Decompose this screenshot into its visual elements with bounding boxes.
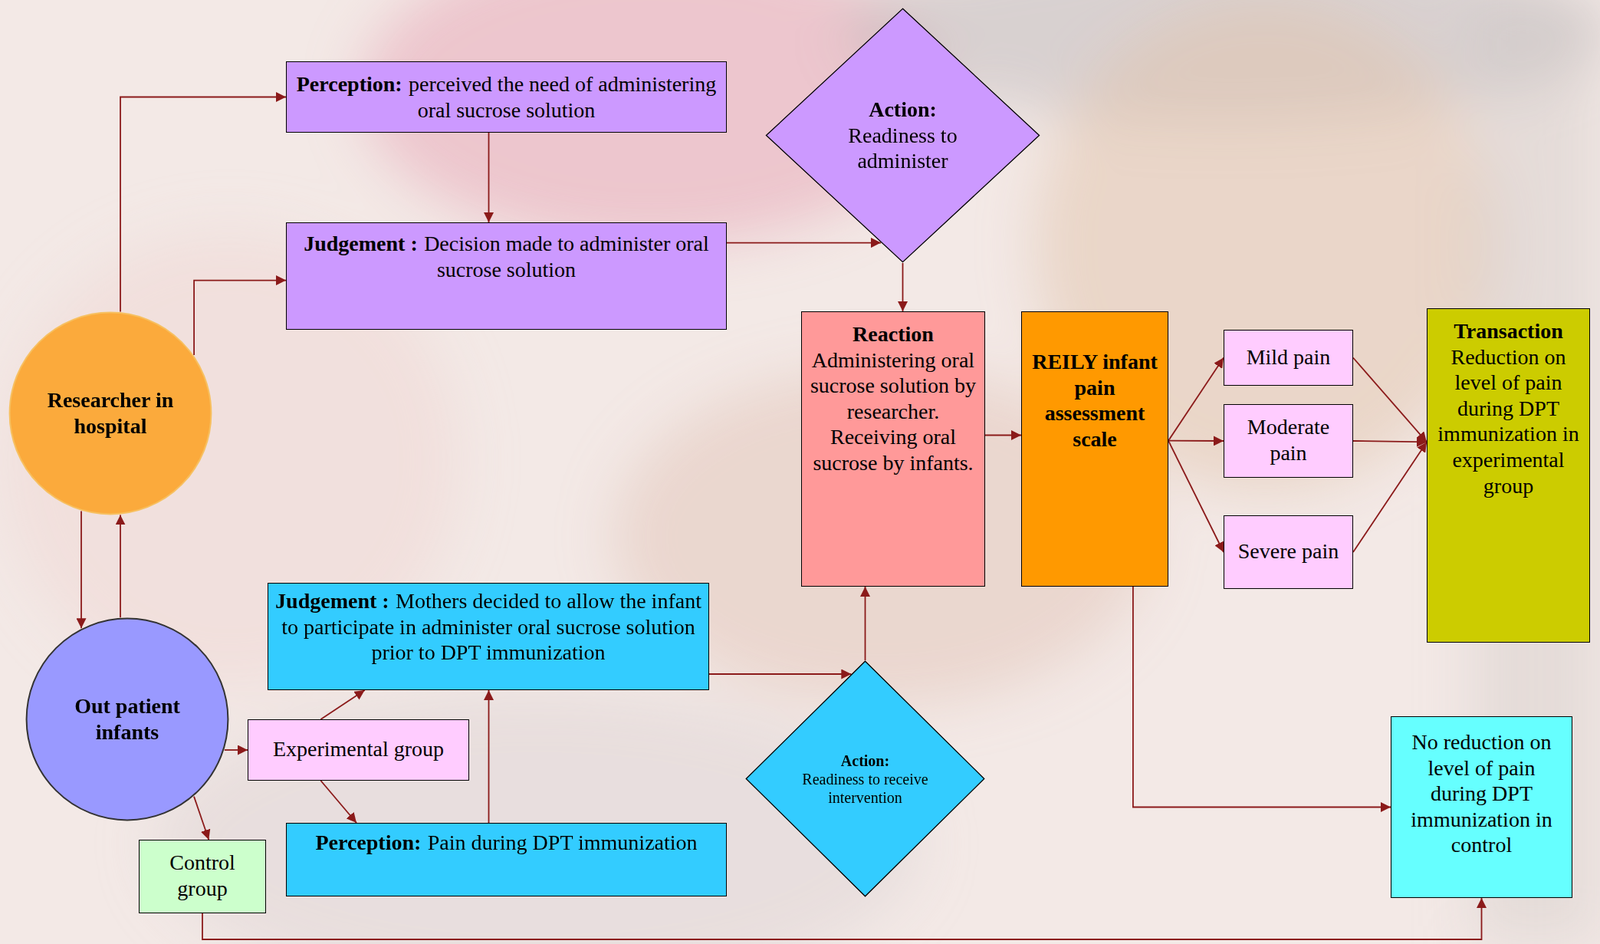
connector-arrow (80, 511, 83, 629)
outcome-box: No reduction on level of pain during DPT… (1390, 716, 1573, 898)
connector-arrow (1353, 440, 1427, 442)
reaction-box: ReactionAdministering oral sucrose solut… (801, 311, 986, 587)
pain-level-box: Severe pain (1223, 515, 1354, 589)
pain-level-box: Moderate pain (1223, 404, 1354, 478)
node-text: Out patient infants (52, 693, 204, 745)
connector-arrow (1133, 586, 1391, 808)
node-text: No reduction on level of pain during DPT… (1397, 729, 1566, 858)
node-heading: Reaction (808, 321, 979, 348)
node-heading: Action: (800, 751, 930, 770)
text-block: ReactionAdministering oral sucrose solut… (808, 321, 979, 477)
diamond-shape (745, 660, 984, 897)
text-block: Perception:perceived the need of adminis… (292, 71, 720, 123)
connector-arrow (902, 262, 904, 312)
connector-arrow (193, 796, 209, 840)
node-text: Pain during DPT immunization (427, 830, 698, 855)
connector-arrow (224, 749, 248, 751)
circle-outline (25, 617, 230, 822)
node-text: REILY infant pain assessment scale (1028, 348, 1162, 452)
connector-arrow (320, 689, 365, 720)
connector-arrow (864, 586, 867, 661)
connector-arrow (488, 689, 490, 823)
pain-level-box: Mild pain (1223, 329, 1354, 386)
perception-box: Perception:perceived the need of adminis… (285, 61, 727, 133)
node-heading: Perception: (315, 830, 421, 855)
text-block: Action:Readiness to receive intervention (800, 751, 930, 807)
connector-arrow (119, 514, 122, 618)
text-block: Severe pain (1230, 538, 1347, 565)
text-block: Researcher in hospital (35, 387, 187, 439)
connector-arrow (320, 780, 357, 823)
node-text: Mild pain (1230, 344, 1347, 371)
connector-arrow (985, 434, 1022, 437)
connector-arrow (1168, 440, 1224, 442)
diamond-shape (765, 8, 1039, 262)
text-block: Judgement :Mothers decided to allow the … (274, 588, 703, 666)
circle-shape (26, 618, 229, 821)
node-heading: Judgement : (303, 231, 418, 256)
node-text: perceived the need of administering oral… (408, 72, 717, 122)
transaction-box: TransactionReduction on level of pain du… (1426, 308, 1591, 643)
group-box: Control group (138, 839, 267, 914)
node-text: Control group (145, 849, 260, 901)
text-block: Control group (145, 849, 260, 901)
text-block: Perception:Pain during DPT immunization (292, 829, 720, 856)
group-box: Experimental group (247, 719, 470, 781)
connector-arrow (1168, 358, 1224, 441)
connector-arrow (193, 280, 286, 355)
text-block: REILY infant pain assessment scale (1028, 348, 1162, 452)
node-text: Severe pain (1230, 538, 1347, 565)
node-heading: Perception: (296, 72, 403, 96)
node-heading: Transaction (1433, 318, 1584, 345)
text-block: TransactionReduction on level of pain du… (1433, 318, 1584, 499)
text-block: Out patient infants (52, 693, 204, 745)
infants-circle: Out patient infants (25, 617, 230, 822)
action-diamond: Action:Readiness to administer (765, 7, 1041, 263)
text-block: Experimental group (254, 735, 463, 763)
node-text: Administering oral sucrose solution by r… (808, 347, 979, 477)
text-block: No reduction on level of pain during DPT… (1397, 729, 1566, 858)
assessment-scale-box: REILY infant pain assessment scale (1021, 311, 1169, 587)
connector-arrow (488, 132, 490, 223)
connector-arrow (120, 97, 286, 313)
node-text: Reduction on level of pain during DPT im… (1433, 344, 1584, 500)
perception-box: Perception:Pain during DPT immunization (285, 822, 727, 897)
text-block: Judgement :Decision made to administer o… (292, 230, 720, 283)
connector-arrow (709, 673, 851, 675)
node-text: Researcher in hospital (35, 387, 187, 439)
node-text: Readiness to administer (828, 122, 978, 175)
action-diamond: Action:Readiness to receive intervention (745, 660, 986, 897)
text-block: Action:Readiness to administer (828, 96, 978, 175)
text-block: Mild pain (1230, 344, 1347, 371)
judgement-box: Judgement :Decision made to administer o… (285, 222, 727, 330)
connector-arrow (1353, 441, 1427, 552)
researcher-circle: Researcher in hospital (8, 311, 213, 516)
node-text: Decision made to administer oral sucrose… (423, 231, 710, 282)
circle-shape (9, 312, 212, 515)
connector-arrow (1353, 358, 1427, 443)
text-block: Moderate pain (1230, 413, 1347, 466)
node-text: Moderate pain (1230, 413, 1347, 466)
connector-arrow (726, 242, 881, 244)
connector-arrow (202, 897, 1482, 940)
node-heading: Judgement : (275, 588, 390, 613)
node-heading: Action: (828, 96, 978, 123)
connector-arrow (1168, 440, 1224, 552)
node-text: Readiness to receive intervention (800, 769, 930, 807)
judgement-box: Judgement :Mothers decided to allow the … (267, 582, 710, 690)
circle-outline (8, 311, 213, 516)
node-text: Experimental group (254, 735, 463, 763)
